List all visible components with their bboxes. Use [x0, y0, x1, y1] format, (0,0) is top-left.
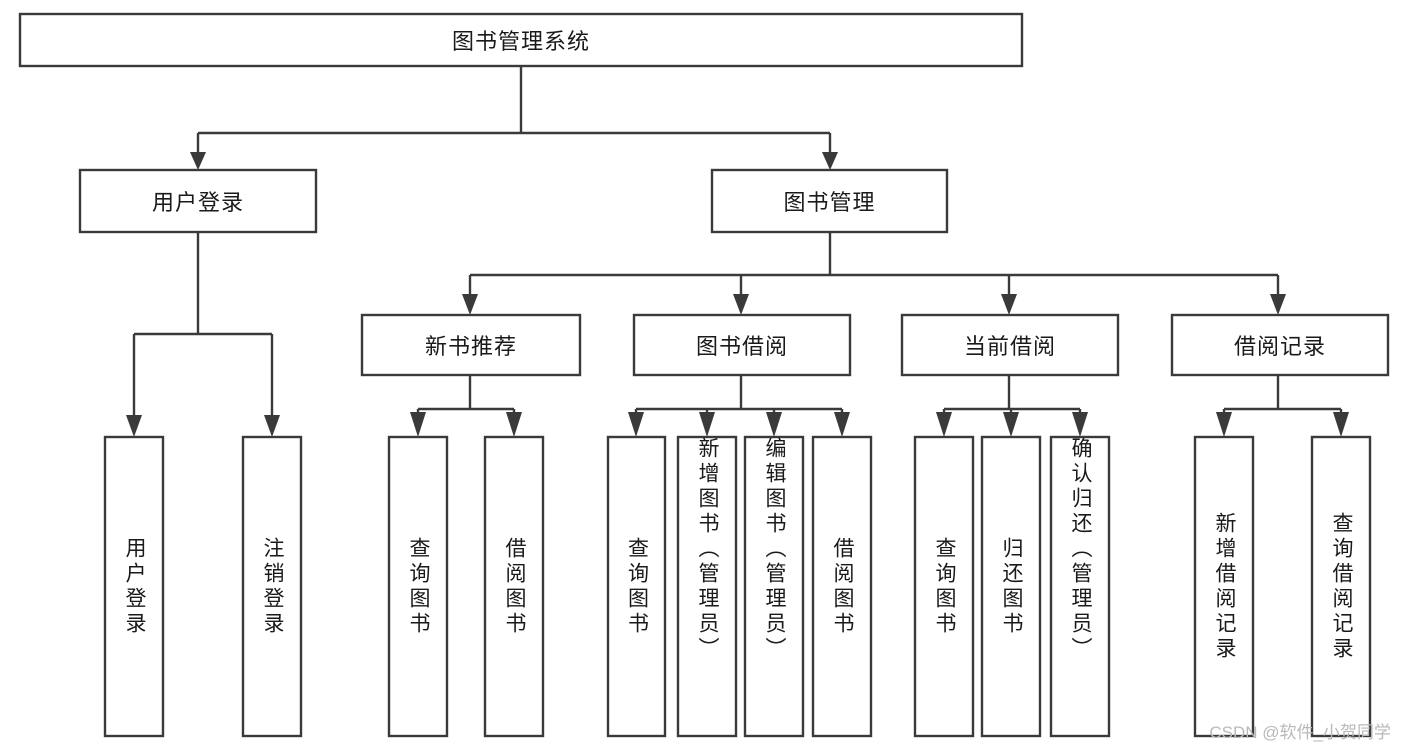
arrowhead-bookborrow-c2: [699, 412, 715, 437]
leaf-box-new-book-1[interactable]: [483, 435, 545, 738]
arrowhead-bookborrow-c1: [628, 412, 644, 437]
leaf-box-current-borrow-1[interactable]: [980, 435, 1042, 738]
arrowhead-book-borrow: [733, 294, 749, 315]
arrowhead-new-book: [462, 294, 478, 315]
leaf-box-user-login-1[interactable]: [241, 435, 303, 738]
arrowhead-newbook-c2: [506, 412, 522, 437]
leaf-box-new-book-0[interactable]: [387, 435, 449, 738]
arrowhead-bookborrow-c3: [766, 412, 782, 437]
node-box-book-manage[interactable]: [710, 168, 949, 234]
arrowhead-currentborrow-c3: [1072, 412, 1088, 437]
arrowhead-bookborrow-c4: [834, 412, 850, 437]
arrowhead-borrow-record: [1270, 294, 1286, 315]
node-box-book-borrow[interactable]: [632, 313, 852, 377]
leaf-box-book-borrow-1[interactable]: [676, 435, 738, 738]
leaf-box-book-borrow-3[interactable]: [811, 435, 873, 738]
leaf-box-current-borrow-2[interactable]: [1049, 435, 1111, 738]
arrowhead-currentborrow-c1: [936, 412, 952, 437]
leaf-box-borrow-record-1[interactable]: [1310, 435, 1372, 738]
arrowhead-currentborrow-c2: [1003, 412, 1019, 437]
node-box-user-login[interactable]: [78, 168, 318, 234]
node-box-new-book-recommend[interactable]: [360, 313, 582, 377]
leaf-box-book-borrow-0[interactable]: [606, 435, 667, 738]
arrowhead-user-login: [190, 152, 206, 170]
leaf-box-current-borrow-0[interactable]: [913, 435, 975, 738]
arrowhead-book-manage: [822, 152, 838, 170]
arrowhead-leaf-logout: [264, 415, 280, 437]
arrowhead-borrowrecord-c1: [1216, 412, 1232, 437]
node-box-borrow-record[interactable]: [1170, 313, 1390, 377]
node-box-root[interactable]: [18, 12, 1024, 68]
arrowhead-leaf-user-login: [126, 415, 142, 437]
arrowhead-borrowrecord-c2: [1333, 412, 1349, 437]
arrowhead-current-borrow: [1001, 294, 1017, 315]
connector-layer: [126, 66, 1349, 437]
leaf-box-user-login-0[interactable]: [103, 435, 165, 738]
csdn-watermark: CSDN @软件_小贺同学: [1209, 723, 1391, 742]
leaf-box-book-borrow-2[interactable]: [743, 435, 805, 738]
leaf-box-borrow-record-0[interactable]: [1193, 435, 1255, 738]
arrowhead-newbook-c1: [410, 412, 426, 437]
node-box-current-borrow[interactable]: [900, 313, 1120, 377]
node-layer: [18, 12, 1390, 738]
